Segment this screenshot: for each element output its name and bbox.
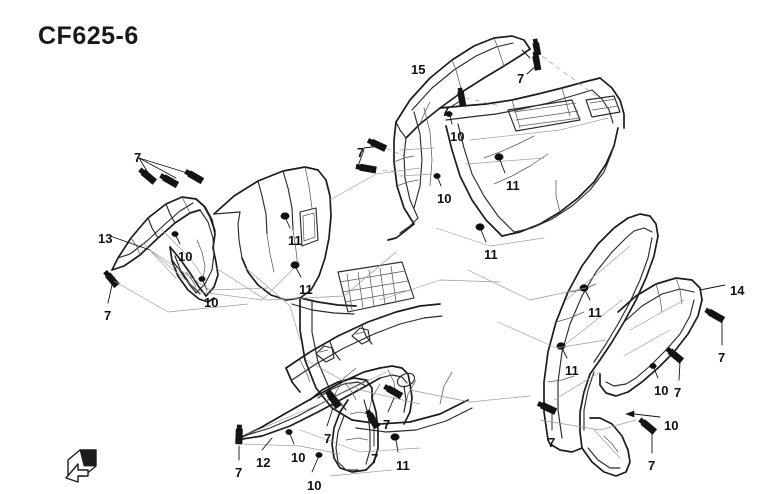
callout-number: 13 [98,231,113,246]
vent-grille-center [337,261,415,313]
callout-number: 11 [565,363,579,378]
callout-number: 7 [371,451,379,466]
callout-number: 7 [718,350,726,365]
callout-number: 7 [517,71,525,86]
callout-number: 10 [291,450,306,465]
callout-number: 10 [450,129,465,144]
callout-number: 12 [256,455,271,470]
fastener-cluster-center-left [355,138,405,174]
callout-number: 10 [664,418,679,433]
fastener-cluster-rear-upper-left [451,87,501,107]
callout-number: 11 [288,233,302,248]
callout-number: 7 [134,150,142,165]
page-title: CF625-6 [38,22,139,50]
callout-number: 11 [588,305,602,320]
part-group-rear-upper-panel [387,35,531,241]
callout-number: 7 [357,145,365,160]
part-group-rear-body-right [439,77,625,237]
leader-13 [109,235,151,251]
callout-number: 15 [411,62,426,77]
clip-pins-rear-panel [433,111,453,187]
callout-number: 10 [204,295,219,310]
callout-number: 10 [178,249,193,264]
callout-number: 7 [674,385,682,400]
part-group-rear-right-fender [543,213,659,453]
part-group-center-lower-shell [245,267,473,433]
isometric-view-direction-arrow-icon [65,449,97,483]
callout-number: 11 [299,282,313,297]
callout-number: 7 [235,465,243,480]
callout-number: 7 [324,431,332,446]
part-group-right-side-panel-14 [599,277,726,397]
callout-number: 11 [396,458,410,473]
callout-number: 10 [437,191,452,206]
part-group-bottom-center-shell [285,303,443,405]
fastener-cluster-left-upper [138,157,205,189]
clips-center-right [280,153,506,278]
part-group-front-right-fender [111,196,219,303]
fastener-cluster-right [536,307,726,454]
assembly-construction-lines [149,167,637,431]
callout-number: 7 [648,458,656,473]
callout-number: 10 [307,478,322,493]
callout-number: 7 [104,308,112,323]
callout-number: 11 [506,178,520,193]
callout-number: 7 [442,104,450,119]
fastener-cluster-bottom-left [235,384,421,477]
fastener-lower-left [103,269,120,304]
callout-number: 7 [383,417,391,432]
callout-number: 7 [548,435,556,450]
callout-number: 10 [654,383,669,398]
callout-number: 14 [730,283,745,298]
clip-pin-markers-left [113,231,301,313]
part-group-center-side-cowl [213,166,357,315]
part-group-right-lower-step [581,417,631,477]
callout-number: 11 [484,247,498,262]
fastener-cluster-rear-top [521,38,597,97]
